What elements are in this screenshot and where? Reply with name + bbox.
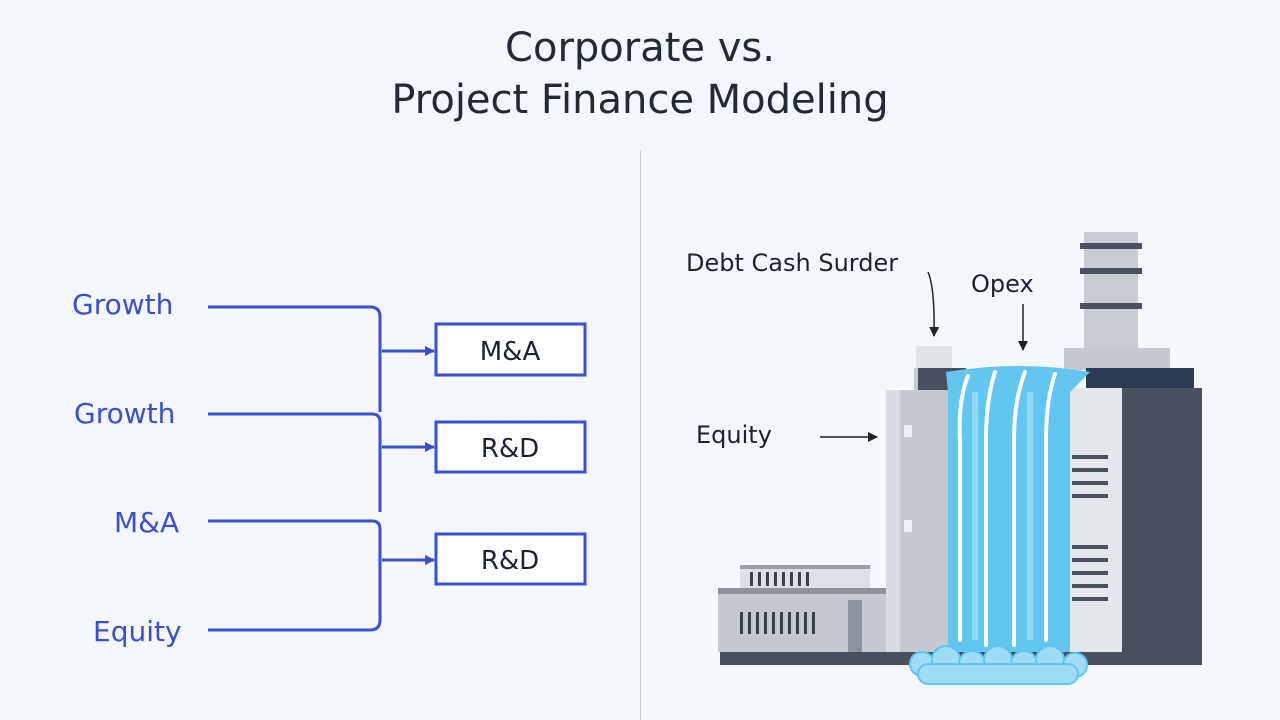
target-label-rd-2: R&D xyxy=(481,546,539,576)
center-divider xyxy=(640,150,641,720)
source-label-equity: Equity xyxy=(93,615,182,648)
source-label-growth-2: Growth xyxy=(74,397,175,430)
right-building xyxy=(1060,368,1202,652)
label-debt-cash: Debt Cash Surder xyxy=(686,249,898,277)
target-box-ma: M&A xyxy=(434,322,587,377)
label-equity: Equity xyxy=(696,421,772,449)
splash xyxy=(909,645,1088,685)
target-box-rd-1: R&D xyxy=(434,420,587,474)
connector-growth-1 xyxy=(208,305,382,412)
diagram-title: Corporate vs. Project Finance Modeling xyxy=(0,22,1280,126)
source-label-ma: M&A xyxy=(114,506,179,539)
connector-ma-equity xyxy=(208,519,382,632)
cash-waterfall xyxy=(909,366,1090,685)
target-label-rd-1: R&D xyxy=(481,434,539,464)
arrow-debt-cash xyxy=(927,271,940,337)
title-line-2: Project Finance Modeling xyxy=(391,77,889,123)
smokestack xyxy=(1064,232,1170,370)
title-line-1: Corporate vs. xyxy=(505,25,775,71)
target-box-rd-2: R&D xyxy=(434,532,587,586)
corporate-flow: Growth Growth M&A Equity M&A R&D R&D xyxy=(72,288,587,648)
target-label-ma: M&A xyxy=(480,337,541,367)
project-finance-illustration: Debt Cash Surder Opex Equity xyxy=(686,232,1202,685)
label-opex: Opex xyxy=(971,270,1034,298)
connector-growth-2 xyxy=(208,412,382,512)
low-building xyxy=(718,565,886,652)
source-label-growth-1: Growth xyxy=(72,288,173,321)
connector-lines xyxy=(208,305,435,632)
